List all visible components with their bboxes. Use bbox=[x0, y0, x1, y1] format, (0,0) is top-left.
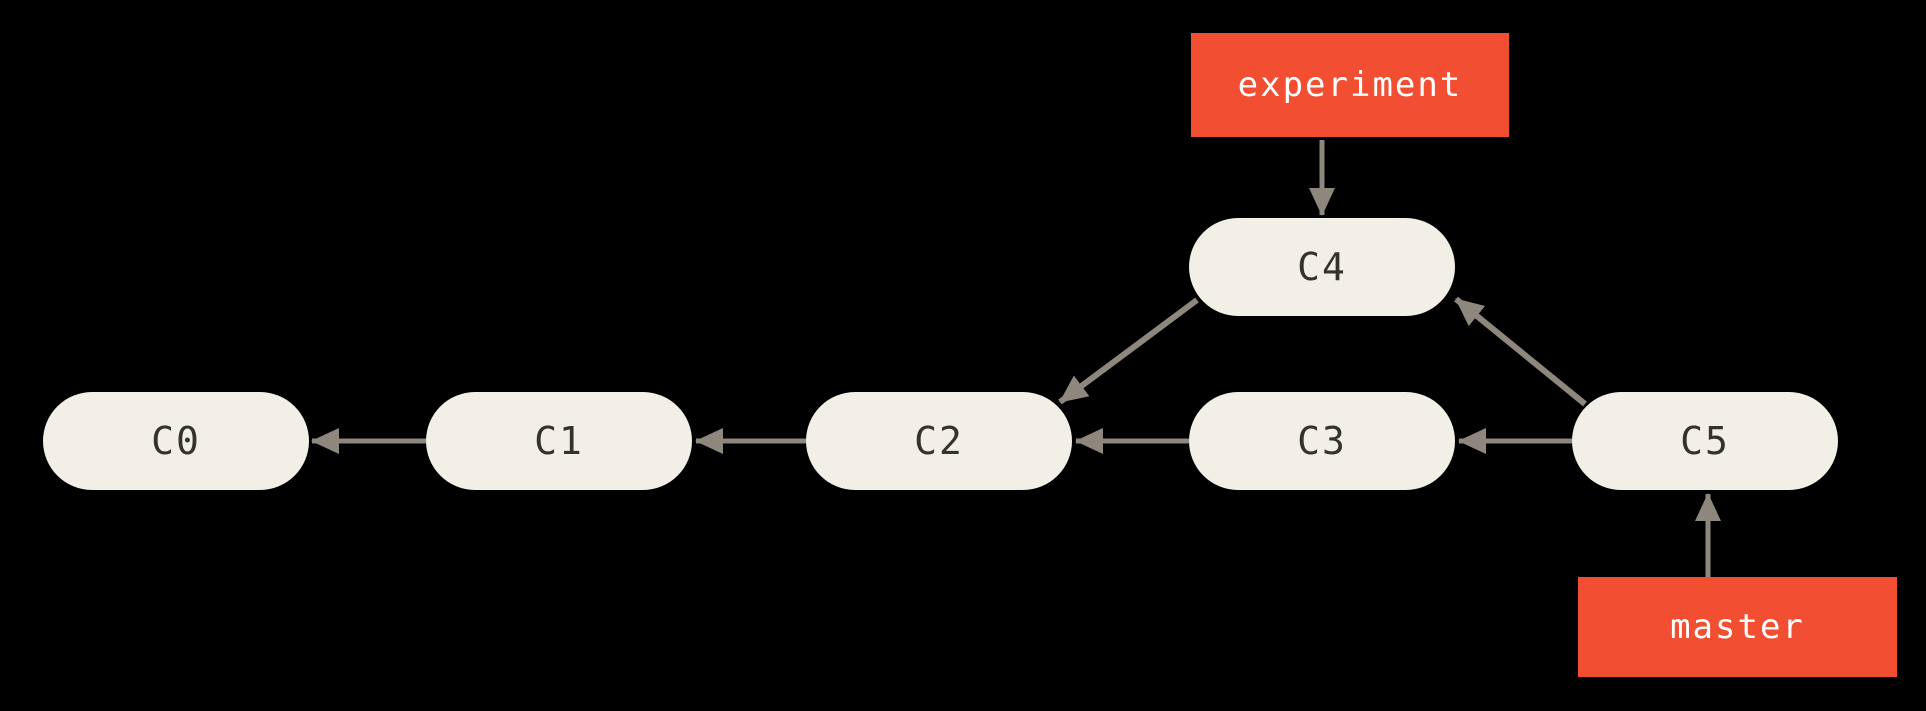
commit-node-c5: C5 bbox=[1572, 392, 1838, 490]
commit-label-c3: C3 bbox=[1297, 419, 1347, 463]
branch-label-master-text: master bbox=[1670, 607, 1805, 647]
commit-label-c4: C4 bbox=[1297, 245, 1347, 289]
edge-arrow-c4-to-c2 bbox=[1058, 297, 1199, 405]
branch-label-experiment: experiment bbox=[1191, 33, 1509, 137]
commit-label-c5: C5 bbox=[1680, 419, 1730, 463]
commit-node-c2: C2 bbox=[806, 392, 1072, 490]
commit-node-c3: C3 bbox=[1189, 392, 1455, 490]
commit-node-c0: C0 bbox=[43, 392, 309, 490]
branch-label-experiment-text: experiment bbox=[1237, 65, 1463, 105]
edge-arrow-c5-to-c4 bbox=[1454, 296, 1587, 407]
commit-node-c4: C4 bbox=[1189, 218, 1455, 316]
commit-label-c2: C2 bbox=[914, 419, 964, 463]
commit-label-c1: C1 bbox=[534, 419, 584, 463]
commit-label-c0: C0 bbox=[151, 419, 201, 463]
branch-label-master: master bbox=[1578, 577, 1897, 677]
commit-node-c1: C1 bbox=[426, 392, 692, 490]
